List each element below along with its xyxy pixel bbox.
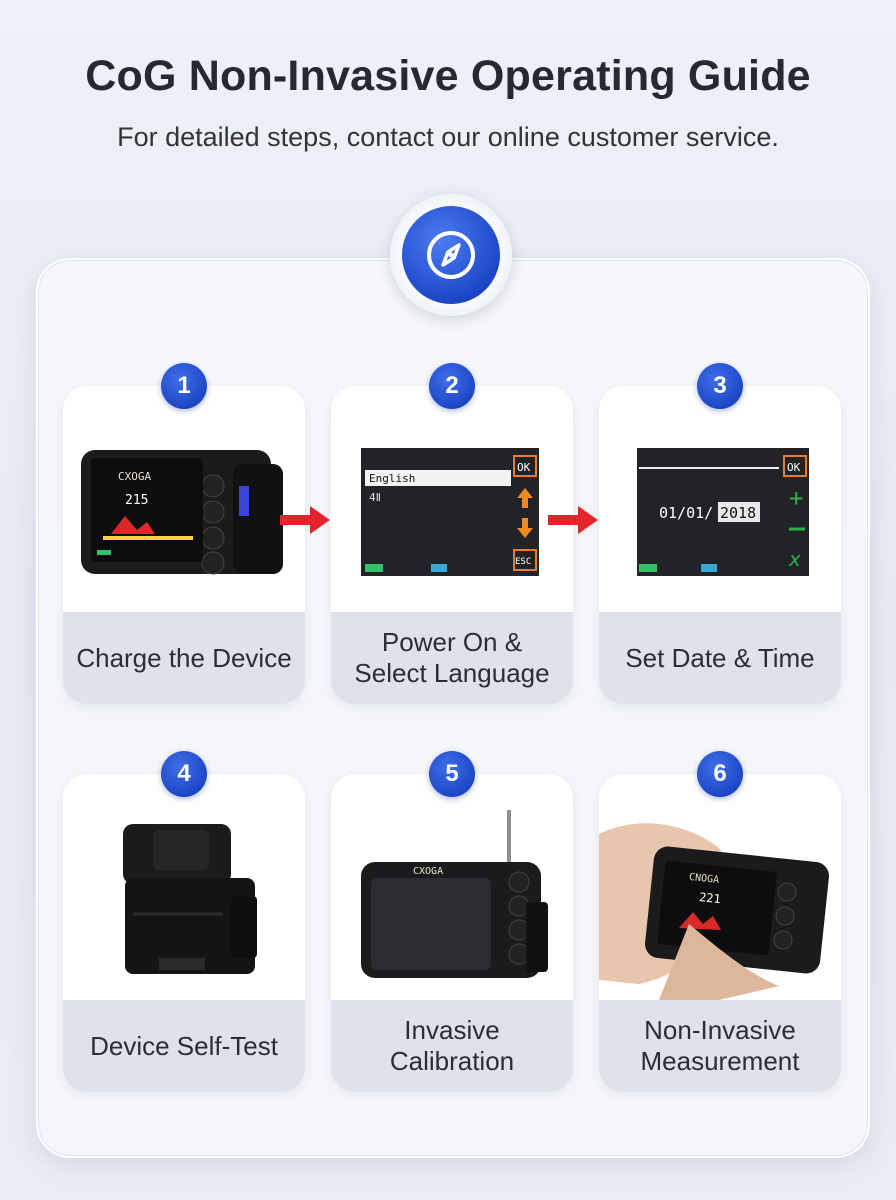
step-card-1: CXOGA 215 Charge the Device	[63, 386, 305, 704]
step-number-4: 4	[161, 751, 207, 797]
page-title: CoG Non-Invasive Operating Guide	[85, 52, 811, 100]
step-label: Non-Invasive Measurement	[599, 1000, 841, 1092]
device-reading: 221	[698, 890, 721, 906]
step-image-calibration: CXOGA	[331, 774, 573, 1000]
svg-text:x: x	[788, 547, 801, 571]
ok-key: OK	[787, 461, 801, 474]
step-image-charge: CXOGA 215	[63, 386, 305, 612]
svg-text:+: +	[789, 484, 803, 512]
step-image-measurement: CNOGA 221	[599, 774, 841, 1000]
device-reading: 215	[125, 493, 148, 508]
language-option: English	[369, 472, 415, 485]
compass-badge	[390, 194, 512, 316]
step-card-5: CXOGA Invasive Calibration	[331, 774, 573, 1092]
step-card-2: English 4Ⅱ OK ESC Power On & Select Lang…	[331, 386, 573, 704]
device-brand: CNOGA	[688, 872, 719, 886]
step-number-5: 5	[429, 751, 475, 797]
device-brand: CXOGA	[413, 866, 443, 877]
step-number-3: 3	[697, 363, 743, 409]
step-label: Set Date & Time	[599, 612, 841, 704]
step-label: Power On & Select Language	[331, 612, 573, 704]
step-image-selftest	[63, 774, 305, 1000]
arrow-right-icon	[280, 506, 330, 534]
device-brand: CXOGA	[118, 470, 151, 483]
step-number-6: 6	[697, 751, 743, 797]
step-image-language: English 4Ⅱ OK ESC	[331, 386, 573, 612]
step-number-2: 2	[429, 363, 475, 409]
step-label: Charge the Device	[63, 612, 305, 704]
step-label: Invasive Calibration	[331, 1000, 573, 1092]
year-value: 2018	[720, 504, 756, 522]
step-card-3: OK 01/01/ 2018 + x Set Date & Time	[599, 386, 841, 704]
compass-icon	[402, 206, 500, 304]
step-number-1: 1	[161, 363, 207, 409]
step-card-6: CNOGA 221 Non-Invasive Measurement	[599, 774, 841, 1092]
step-card-4: Device Self-Test	[63, 774, 305, 1092]
step-label: Device Self-Test	[63, 1000, 305, 1092]
page-subtitle: For detailed steps, contact our online c…	[117, 122, 779, 152]
arrow-right-icon	[548, 506, 598, 534]
step-image-datetime: OK 01/01/ 2018 + x	[599, 386, 841, 612]
esc-key: ESC	[515, 557, 531, 567]
date-value: 01/01/	[659, 504, 713, 522]
ok-key: OK	[517, 461, 531, 474]
svg-text:4Ⅱ: 4Ⅱ	[369, 491, 381, 504]
